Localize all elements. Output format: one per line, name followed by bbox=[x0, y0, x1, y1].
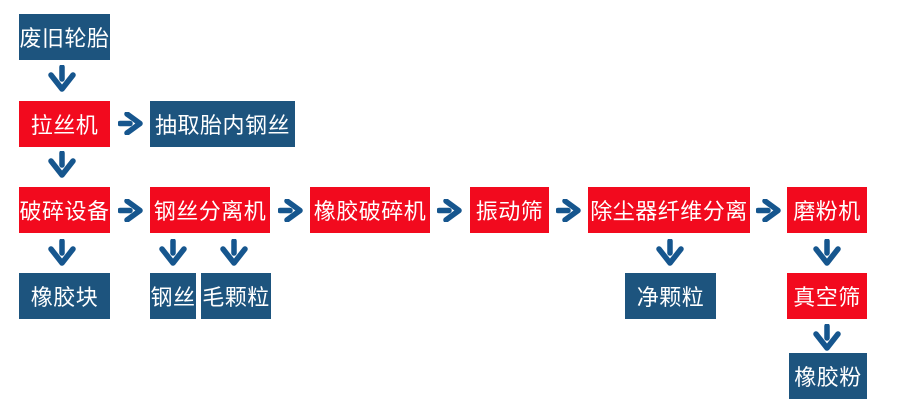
arrow-down-separator-to-steel-wire bbox=[159, 238, 187, 266]
arrow-down-waste-tires-to-drawing-machine bbox=[48, 64, 76, 92]
node-extract-tire-steel-wire: 抽取胎内钢丝 bbox=[150, 101, 295, 147]
arrow-down-vacuum-screen-to-rubber-powder bbox=[813, 323, 841, 351]
node-rubber-powder: 橡胶粉 bbox=[789, 353, 867, 399]
arrow-right-separator-to-rubber-crusher bbox=[277, 198, 303, 223]
node-waste-tires: 废旧轮胎 bbox=[19, 14, 110, 60]
node-wire-drawing-machine: 拉丝机 bbox=[19, 101, 110, 147]
arrow-right-dust-fiber-to-mill bbox=[755, 198, 781, 223]
arrow-right-crusher-to-separator bbox=[117, 198, 143, 223]
arrow-down-dust-fiber-to-clean-granules bbox=[656, 238, 684, 266]
node-vacuum-screen: 真空筛 bbox=[787, 273, 867, 319]
node-crushing-equipment: 破碎设备 bbox=[19, 187, 110, 233]
node-grinding-mill: 磨粉机 bbox=[787, 187, 867, 233]
node-dust-collector-fiber-separation: 除尘器纤维分离 bbox=[588, 187, 750, 233]
node-steel-wire: 钢丝 bbox=[150, 273, 196, 319]
arrow-down-separator-to-coarse-granules bbox=[220, 238, 248, 266]
node-coarse-granules: 毛颗粒 bbox=[201, 273, 271, 319]
arrow-right-vibrating-screen-to-dust-fiber bbox=[555, 198, 581, 223]
arrow-right-drawing-machine-to-extract bbox=[117, 111, 143, 136]
node-clean-granules: 净颗粒 bbox=[625, 273, 716, 319]
node-vibrating-screen: 振动筛 bbox=[470, 187, 549, 233]
node-rubber-crusher: 橡胶破碎机 bbox=[310, 187, 430, 233]
arrow-down-mill-to-vacuum-screen bbox=[813, 238, 841, 266]
arrow-down-crusher-to-rubber-blocks bbox=[48, 238, 76, 266]
node-steel-wire-separator: 钢丝分离机 bbox=[150, 187, 270, 233]
arrow-down-drawing-machine-to-crusher bbox=[48, 150, 76, 178]
arrow-right-rubber-crusher-to-vibrating-screen bbox=[436, 198, 462, 223]
node-rubber-blocks: 橡胶块 bbox=[19, 273, 110, 319]
